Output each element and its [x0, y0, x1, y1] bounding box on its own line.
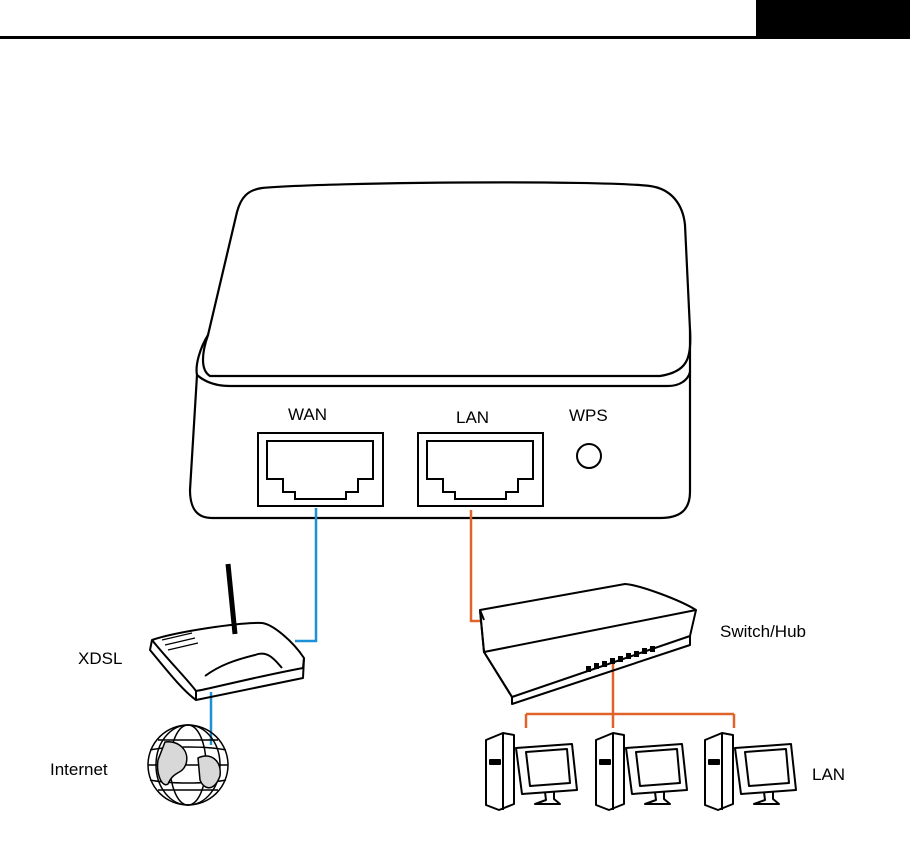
xdsl-label: XDSL — [78, 649, 122, 668]
computer-icon-2 — [596, 733, 687, 810]
switch-hub-label: Switch/Hub — [720, 622, 806, 641]
switch-hub-icon — [480, 584, 696, 704]
wan-cable — [211, 508, 316, 745]
internet-label: Internet — [50, 760, 108, 779]
lan-group-label: LAN — [812, 765, 845, 784]
wan-port — [258, 433, 383, 506]
lan-port — [418, 433, 543, 506]
internet-globe-icon — [148, 725, 228, 805]
xdsl-modem-icon — [150, 564, 304, 700]
computer-icon-3 — [705, 733, 796, 810]
lan-port-label: LAN — [456, 408, 489, 427]
router — [190, 182, 690, 518]
wan-port-label: WAN — [288, 405, 327, 424]
wps-label: WPS — [569, 406, 608, 425]
wps-button-icon — [577, 444, 601, 468]
computer-icon-1 — [486, 733, 577, 810]
